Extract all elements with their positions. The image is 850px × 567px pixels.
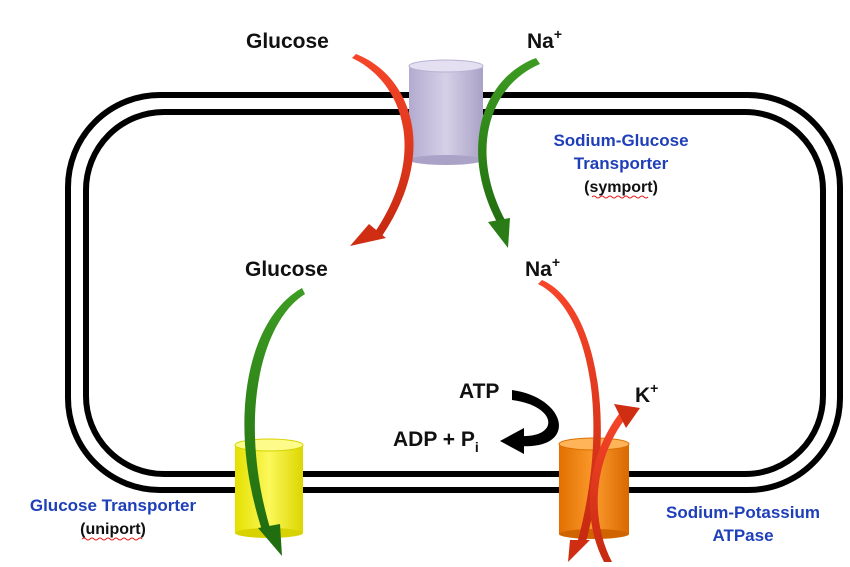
k-superscript: +	[650, 380, 658, 396]
k-label: K+	[635, 380, 658, 407]
glut-spellcheck-underline	[81, 537, 143, 541]
na-out-red-arrow	[538, 280, 601, 562]
glucose-out-green-arrow	[244, 288, 305, 556]
sglt-type-label: (symport)	[584, 179, 658, 196]
na-outside-label: Na+	[527, 26, 562, 53]
nak-name-line2: ATPase	[712, 526, 773, 545]
glut-type-label: (uniport)	[80, 521, 146, 538]
nak-name-line1: Sodium-Potassium	[666, 503, 820, 522]
sglt-spellcheck-underline	[591, 195, 649, 199]
sglt-name-line1: Sodium-Glucose	[553, 131, 688, 150]
na-outside-superscript: +	[554, 26, 562, 42]
glucose-outside-label: Glucose	[246, 30, 329, 53]
membrane-inner-line	[83, 109, 826, 477]
glut-name-line1: Glucose Transporter	[30, 496, 197, 515]
na-inside-superscript: +	[552, 254, 560, 270]
glucose-in-red-arrow	[350, 54, 414, 246]
adp-pi-label: ADP + Pi	[393, 428, 479, 455]
atp-label: ATP	[459, 380, 499, 403]
glucose-inside-label: Glucose	[245, 258, 328, 281]
k-in-red-arrow	[589, 404, 640, 562]
sglt-cylinder	[408, 59, 484, 165]
atp-hydrolysis-arrow	[500, 390, 560, 454]
pi-subscript: i	[475, 439, 479, 455]
sglt-name-line2: Transporter	[574, 154, 669, 173]
glut-cylinder	[234, 438, 304, 538]
na-inside-label: Na+	[525, 254, 560, 281]
na-in-green-arrow	[478, 58, 540, 248]
